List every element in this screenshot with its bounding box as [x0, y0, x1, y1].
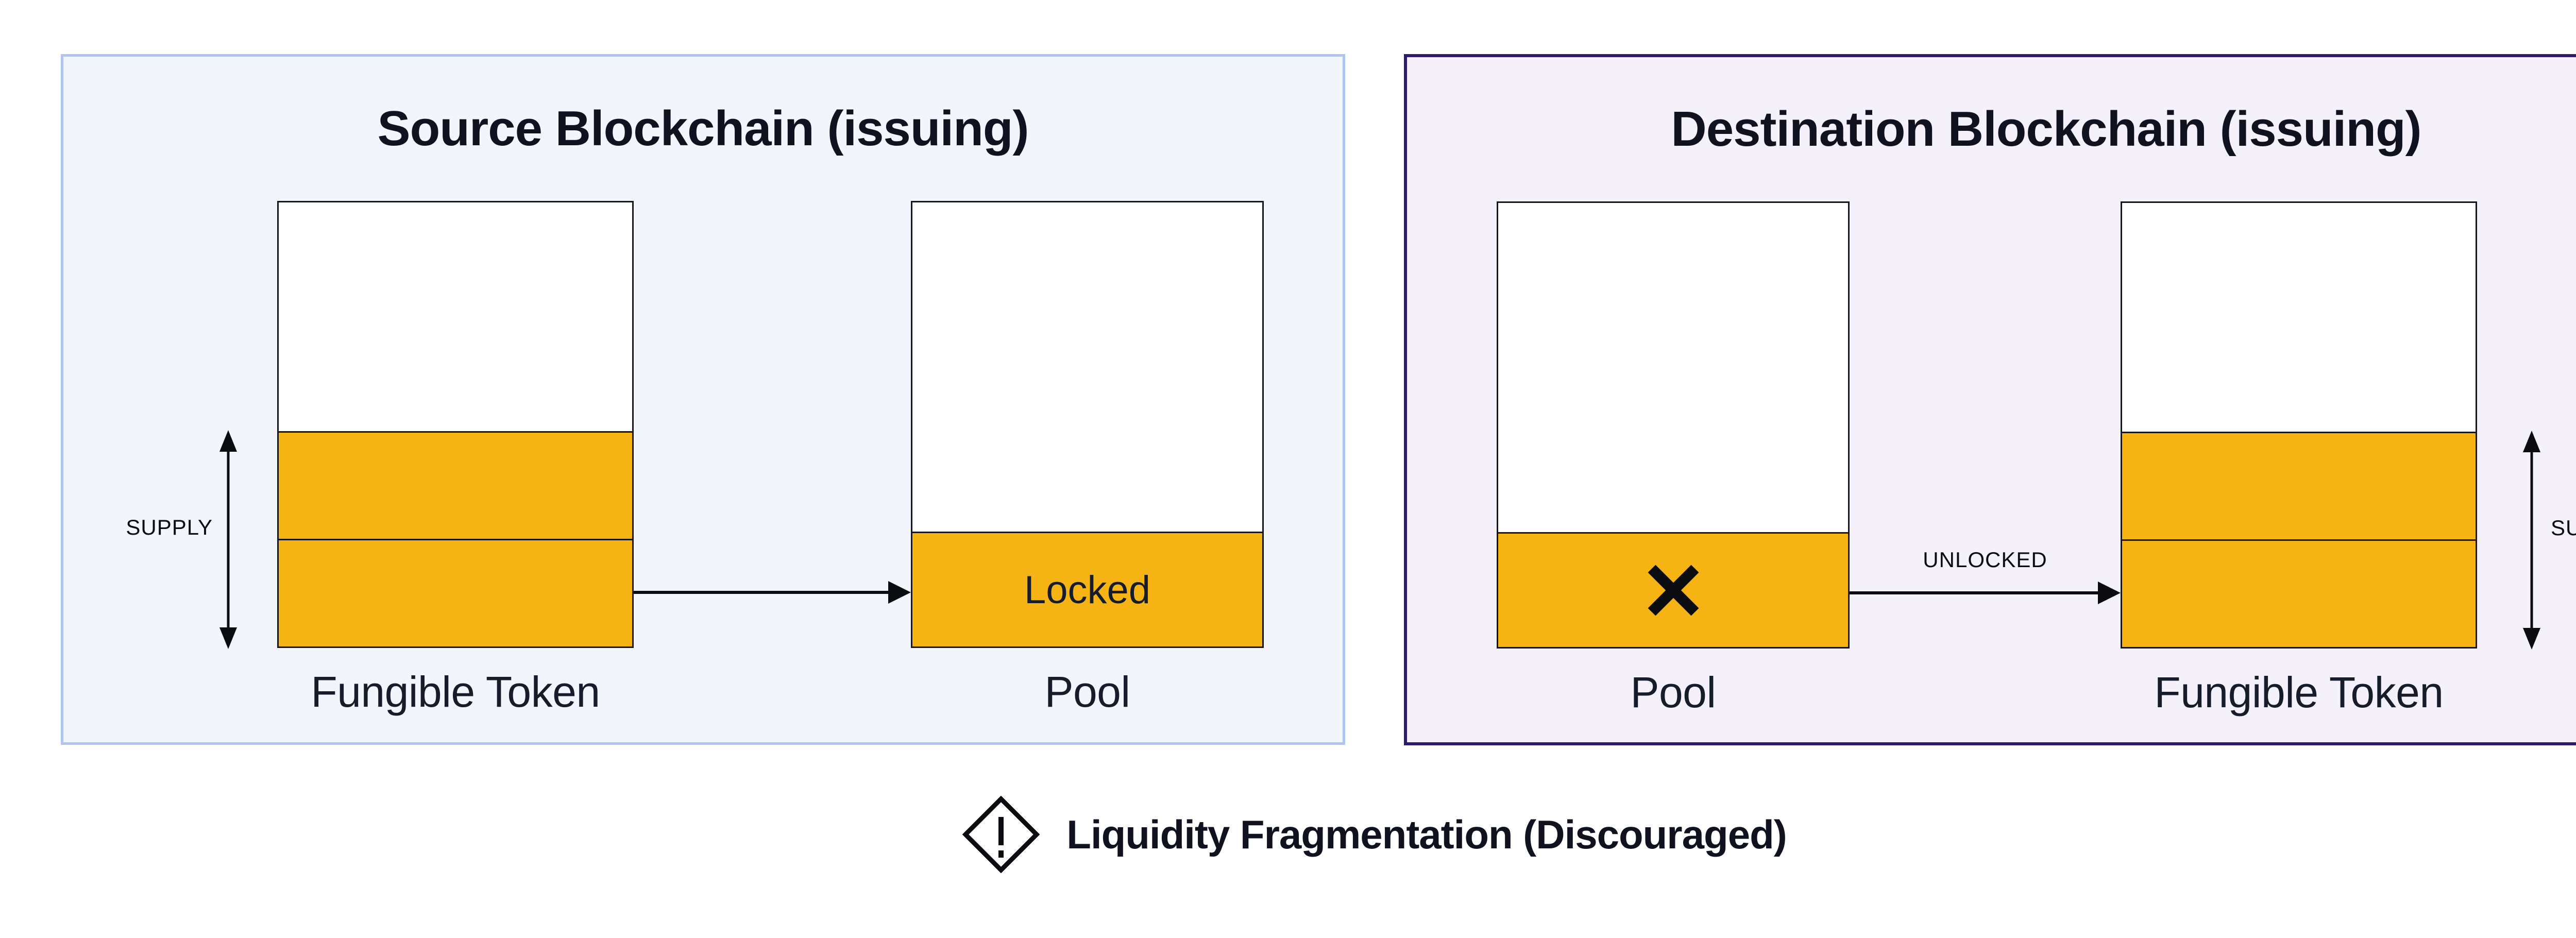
destination-blockchain-panel: Destination Blockchain (issuing) UNLOCKE…: [1404, 54, 2576, 745]
source-token-empty-section: [279, 202, 632, 431]
source-fungible-token-bar: [277, 201, 634, 648]
destination-fungible-token-bar: [2121, 201, 2477, 649]
destination-token-supply-lower-section: [2122, 539, 2476, 647]
source-pool-bar: Locked: [911, 201, 1264, 648]
destination-pool-unlocked-section: [1498, 532, 1848, 647]
cross-icon: [1648, 565, 1699, 616]
supply-range-arrow-icon: [2523, 431, 2540, 650]
locked-label: Locked: [1024, 568, 1151, 612]
source-pool-empty-section: [912, 202, 1262, 532]
source-token-supply-upper-section: [279, 431, 632, 539]
caption-text: Liquidity Fragmentation (Discouraged): [1066, 811, 1787, 857]
source-token-bar-label: Fungible Token: [311, 668, 600, 716]
lock-flow-arrow-icon: [634, 581, 911, 604]
destination-token-bar-label: Fungible Token: [2154, 668, 2444, 717]
destination-supply-label: SUPPLY: [2551, 516, 2576, 540]
source-supply-label: SUPPLY: [126, 515, 213, 539]
destination-pool-empty-section: [1498, 203, 1848, 532]
destination-pool-bar: [1497, 201, 1850, 649]
source-panel-title: Source Blockchain (issuing): [377, 101, 1029, 156]
unlocked-flow-label: UNLOCKED: [1923, 548, 2047, 572]
source-blockchain-panel: Source Blockchain (issuing) SUPPLY Locke…: [61, 54, 1345, 745]
unlock-flow-arrow-icon: [1850, 582, 2121, 604]
destination-token-supply-upper-section: [2122, 432, 2476, 539]
caption-row: Liquidity Fragmentation (Discouraged): [0, 796, 2576, 873]
warning-diamond-icon: [962, 796, 1040, 873]
source-pool-locked-section: Locked: [912, 532, 1262, 646]
source-token-supply-lower-section: [279, 539, 632, 646]
destination-pool-bar-label: Pool: [1630, 668, 1716, 717]
destination-token-empty-section: [2122, 203, 2476, 432]
supply-range-arrow-icon: [219, 430, 237, 649]
destination-panel-title: Destination Blockchain (issuing): [1671, 101, 2421, 157]
source-pool-bar-label: Pool: [1044, 668, 1130, 716]
